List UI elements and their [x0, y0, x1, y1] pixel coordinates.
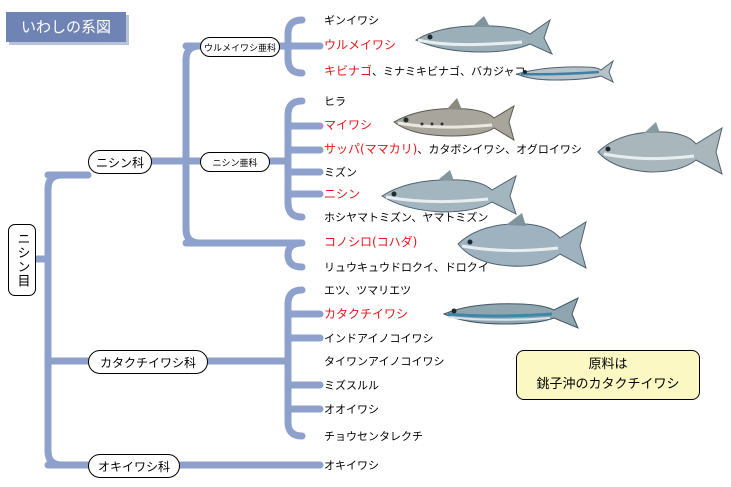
- species-etsu: エツ、ツマリエツ: [324, 284, 412, 297]
- species-mizun: ミズン: [324, 166, 357, 179]
- species-mizusururu: ミズスルル: [324, 379, 379, 392]
- nishin-fish-illustration: [381, 170, 517, 215]
- species-ginwashi: ギンイワシ: [324, 14, 379, 27]
- species-hira: ヒラ: [324, 95, 346, 108]
- family-node-katakuchi: カタクチイワシ科: [88, 350, 208, 374]
- page-title: いわしの系図: [6, 12, 126, 42]
- katakuchiiwashi-fish-illustration: [442, 296, 579, 329]
- maiwashi-fish-illustration: [393, 98, 515, 142]
- sappa-fish-illustration: [597, 122, 723, 175]
- raw-material-note: 原料は 銚子沖のカタクチイワシ: [516, 350, 700, 400]
- species-kibinago: キビナゴ、ミナミキビナゴ、バカジャコ: [324, 64, 526, 78]
- species-maiwashi: マイワシ: [324, 118, 373, 132]
- species-okiiwashi: オキイワシ: [324, 459, 379, 472]
- subfamily-node-nishin: ニシン亜科: [200, 152, 270, 172]
- species-hoshiyamatomizun: ホシヤマトミズン、ヤマトミズン: [324, 211, 489, 224]
- kibinago-fish-illustration: [515, 59, 615, 84]
- species-konoshiro: コノシロ(コハダ): [324, 235, 418, 249]
- subfamily-node-urumei: ウルメイワシ亜科: [200, 37, 280, 57]
- species-sappa: サッパ(ママカリ)、カタボシイワシ、オグロイワシ: [324, 142, 582, 156]
- species-katakuchiiwashi: カタクチイワシ: [324, 307, 409, 321]
- species-ooiwashi: オオイワシ: [324, 403, 379, 416]
- species-chousentarekuchi: チョウセンタレクチ: [324, 430, 423, 443]
- family-node-okiiwashi: オキイワシ科: [88, 454, 180, 478]
- species-indoainokoiwashi: インドアイノコイワシ: [324, 332, 434, 345]
- note-line-2: 銚子沖のカタクチイワシ: [536, 377, 680, 392]
- note-line-1: 原料は: [588, 357, 628, 372]
- species-urumeiwashi: ウルメイワシ: [324, 38, 397, 52]
- konoshiro-fish-illustration: [457, 213, 587, 269]
- species-taiwanainokoiwashi: タイワンアイノコイワシ: [324, 355, 445, 368]
- species-ryukyudorokui: リュウキュウドロクイ、ドロクイ: [324, 261, 489, 274]
- species-nishin: ニシン: [324, 187, 361, 201]
- order-node: ニシン目: [8, 224, 36, 296]
- family-node-nishin: ニシン科: [88, 150, 152, 174]
- urumeiwashi-fish-illustration: [414, 16, 554, 56]
